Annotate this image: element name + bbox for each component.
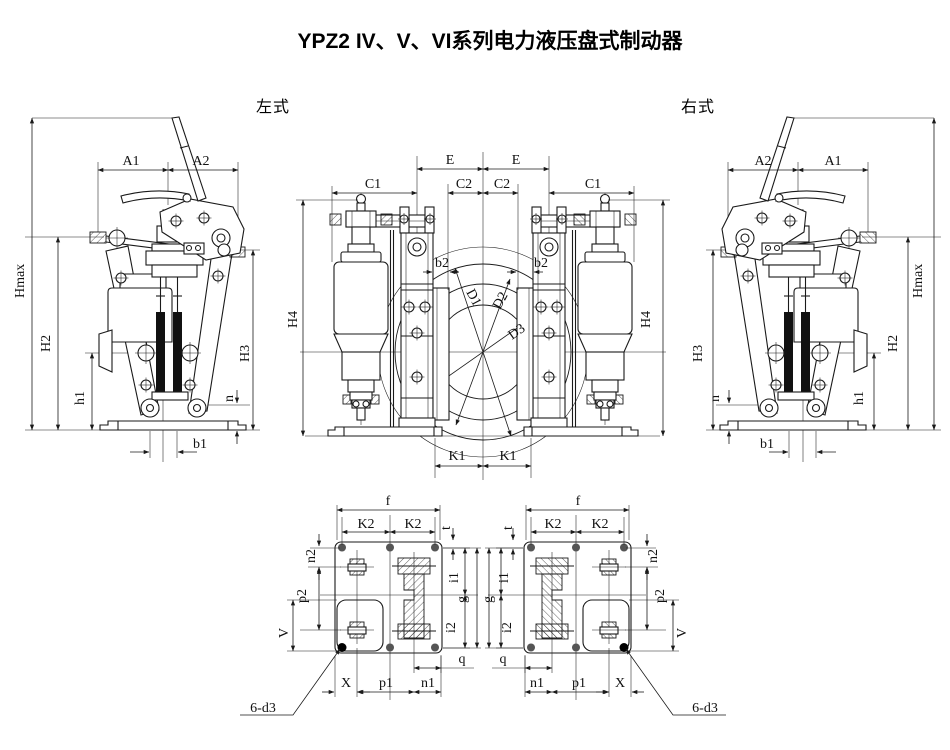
dim-n-left: n xyxy=(222,395,237,402)
caliper-unit-left xyxy=(296,156,483,478)
dim-b2-left: b2 xyxy=(435,256,449,271)
base-plate-left xyxy=(240,505,481,715)
dim-p2-right: p2 xyxy=(653,589,668,603)
dim-a1-right: A1 xyxy=(824,154,841,169)
dim-p1-left: p1 xyxy=(379,676,393,691)
dim-g-left: g xyxy=(455,596,470,603)
dim-k2-r1: K2 xyxy=(544,517,561,532)
dim-h2-right: H2 xyxy=(886,335,901,352)
dim-n-right: n xyxy=(708,395,723,402)
dim-h3-left: H3 xyxy=(238,345,253,362)
dim-n2-right: n2 xyxy=(646,549,661,563)
dim-h1-right: h1 xyxy=(852,391,867,405)
dim-t-right: t xyxy=(501,526,516,530)
text-labels: YPZ2 IV、V、VI系列电力液压盘式制动器 左式 右式 A1 A2 Hmax… xyxy=(13,29,926,716)
dim-v-left: V xyxy=(277,628,292,638)
dim-k2-r2: K2 xyxy=(591,517,608,532)
dim-b1-left: b1 xyxy=(193,437,207,452)
dim-h3-right: H3 xyxy=(691,345,706,362)
dim-e-left: E xyxy=(446,153,455,168)
center-view xyxy=(296,152,670,480)
dim-a2-left: A2 xyxy=(192,154,209,169)
dim-k2-l1: K2 xyxy=(357,517,374,532)
dim-x-left: X xyxy=(341,676,351,691)
dim-i2-left: i2 xyxy=(444,622,459,633)
dim-i2-right: i2 xyxy=(500,622,515,633)
dim-q-right: q xyxy=(500,652,507,667)
dim-i1-right: i1 xyxy=(497,572,512,583)
dim-d1: D1 xyxy=(462,287,483,309)
dim-h2-left: H2 xyxy=(39,335,54,352)
dim-c1-left: C1 xyxy=(365,177,381,192)
base-plate-right xyxy=(485,505,726,715)
dim-6d3-left: 6-d3 xyxy=(250,701,276,716)
left-view-label: 左式 xyxy=(256,98,290,116)
dim-k2-l2: K2 xyxy=(404,517,421,532)
dim-hmax-left: Hmax xyxy=(13,264,28,298)
dim-v-right: V xyxy=(675,628,690,638)
dim-hmax-right: Hmax xyxy=(911,264,926,298)
dim-h4-left: H4 xyxy=(286,311,301,328)
dim-c2-right: C2 xyxy=(494,177,510,192)
dim-d2: D2 xyxy=(490,290,511,312)
dim-b1-right: b1 xyxy=(760,437,774,452)
dim-t-left: t xyxy=(439,526,454,530)
dim-c1-right: C1 xyxy=(585,177,601,192)
dim-n2-left: n2 xyxy=(304,549,319,563)
dim-q-left: q xyxy=(459,652,466,667)
dim-f-right: f xyxy=(576,494,581,509)
left-side-view xyxy=(25,117,260,462)
dim-n1-left: n1 xyxy=(421,676,435,691)
dim-i1-left: i1 xyxy=(447,572,462,583)
dim-c2-left: C2 xyxy=(456,177,472,192)
dim-f-left: f xyxy=(386,494,391,509)
dim-a2-right: A2 xyxy=(754,154,771,169)
dim-p2-left: p2 xyxy=(295,589,310,603)
page-title: YPZ2 IV、V、VI系列电力液压盘式制动器 xyxy=(297,29,683,53)
dim-b2-right: b2 xyxy=(534,256,548,271)
dim-g-right: g xyxy=(481,596,496,603)
dim-h4-right: H4 xyxy=(639,311,654,328)
dim-k1-right: K1 xyxy=(499,449,516,464)
dim-x-right: X xyxy=(615,676,625,691)
dim-n1-right: n1 xyxy=(530,676,544,691)
dim-a1-left: A1 xyxy=(122,154,139,169)
dim-p1-right: p1 xyxy=(572,676,586,691)
dim-6d3-right: 6-d3 xyxy=(692,701,718,716)
dim-h1-left: h1 xyxy=(73,391,88,405)
dim-k1-left: K1 xyxy=(448,449,465,464)
dim-e-right: E xyxy=(512,153,521,168)
right-view-label: 右式 xyxy=(681,98,715,116)
